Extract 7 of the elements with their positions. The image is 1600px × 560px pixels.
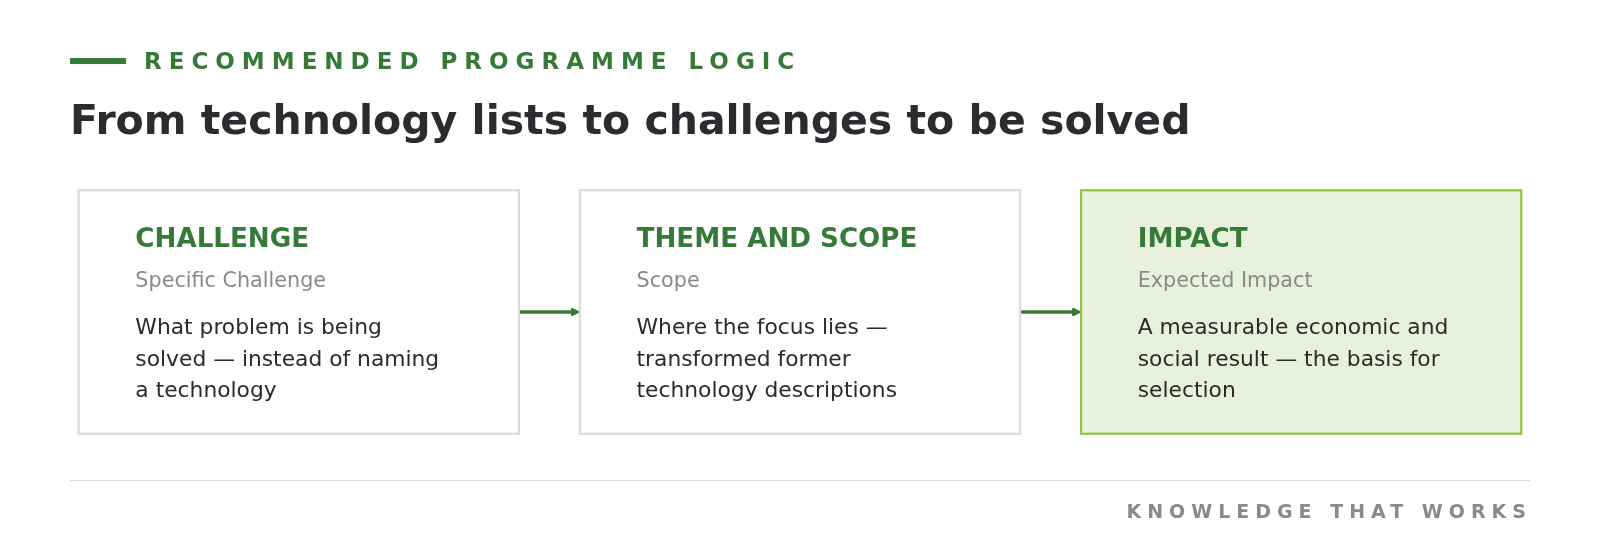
diagram-title: From technology lists to challenges to be solved	[70, 96, 1191, 144]
process-box: THEME AND SCOPE Scope Where the focus lies — transformed former technology descriptions	[578, 189, 1022, 435]
arrow	[1020, 307, 1082, 317]
process-box: IMPACT Expected Impact A measurable economic and social result — the basis for selection	[1080, 189, 1523, 435]
process-box: CHALLENGE Specific Challenge What problem is being solved — instead of naming a technology	[77, 189, 520, 435]
tagline: KNOWLEDGE THAT WORKS	[1126, 500, 1532, 522]
kicker-heading: RECOMMENDED PROGRAMME LOGIC	[144, 48, 802, 74]
